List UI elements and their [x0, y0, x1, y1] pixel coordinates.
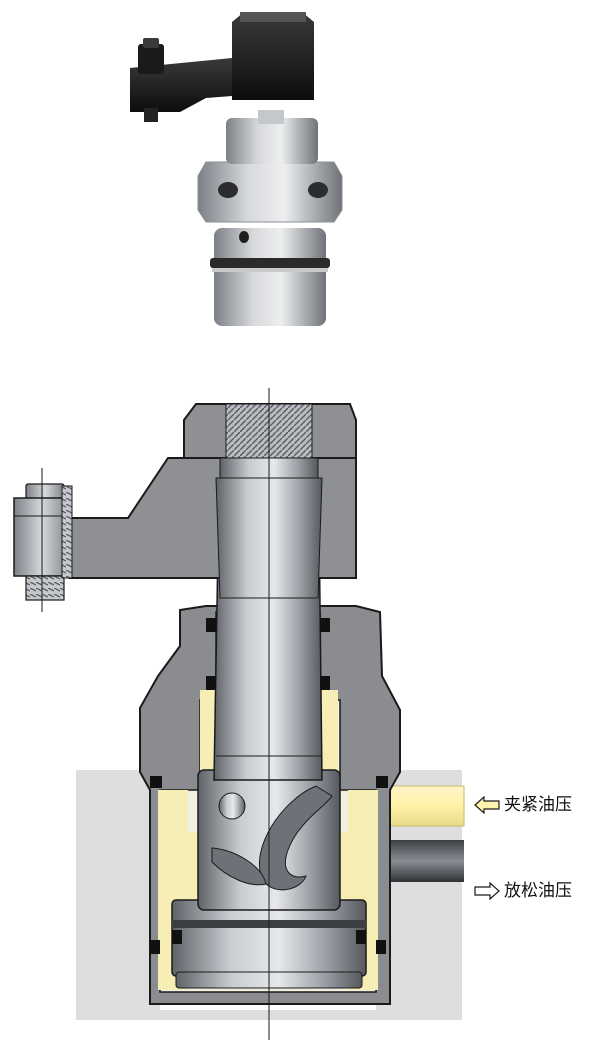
- product-photo: [130, 12, 343, 326]
- arrow-right-outline-icon: [474, 882, 500, 900]
- photo-port: [239, 231, 249, 243]
- clamp-pressure-label: 夹紧油压: [474, 795, 572, 815]
- photo-seal-ring: [210, 258, 330, 268]
- photo-arm-bolt: [138, 44, 164, 74]
- seals: [150, 618, 388, 954]
- photo-mount-hole-right: [308, 182, 328, 198]
- guide-ball: [218, 792, 246, 820]
- photo-hex-nut: [232, 12, 314, 100]
- release-pressure-text: 放松油压: [504, 881, 572, 901]
- release-pressure-label: 放松油压: [474, 881, 572, 901]
- photo-flange: [197, 161, 343, 223]
- photo-upper-body: [226, 118, 318, 164]
- photo-mount-hole-left: [218, 182, 238, 198]
- cam-groove: [258, 785, 333, 891]
- arrow-left-outline-icon: [474, 796, 500, 814]
- clamp-pressure-text: 夹紧油压: [504, 795, 572, 815]
- cross-section: [13, 388, 465, 1040]
- photo-lower-cylinder: [214, 228, 326, 326]
- arm-bolt-section: [13, 483, 73, 601]
